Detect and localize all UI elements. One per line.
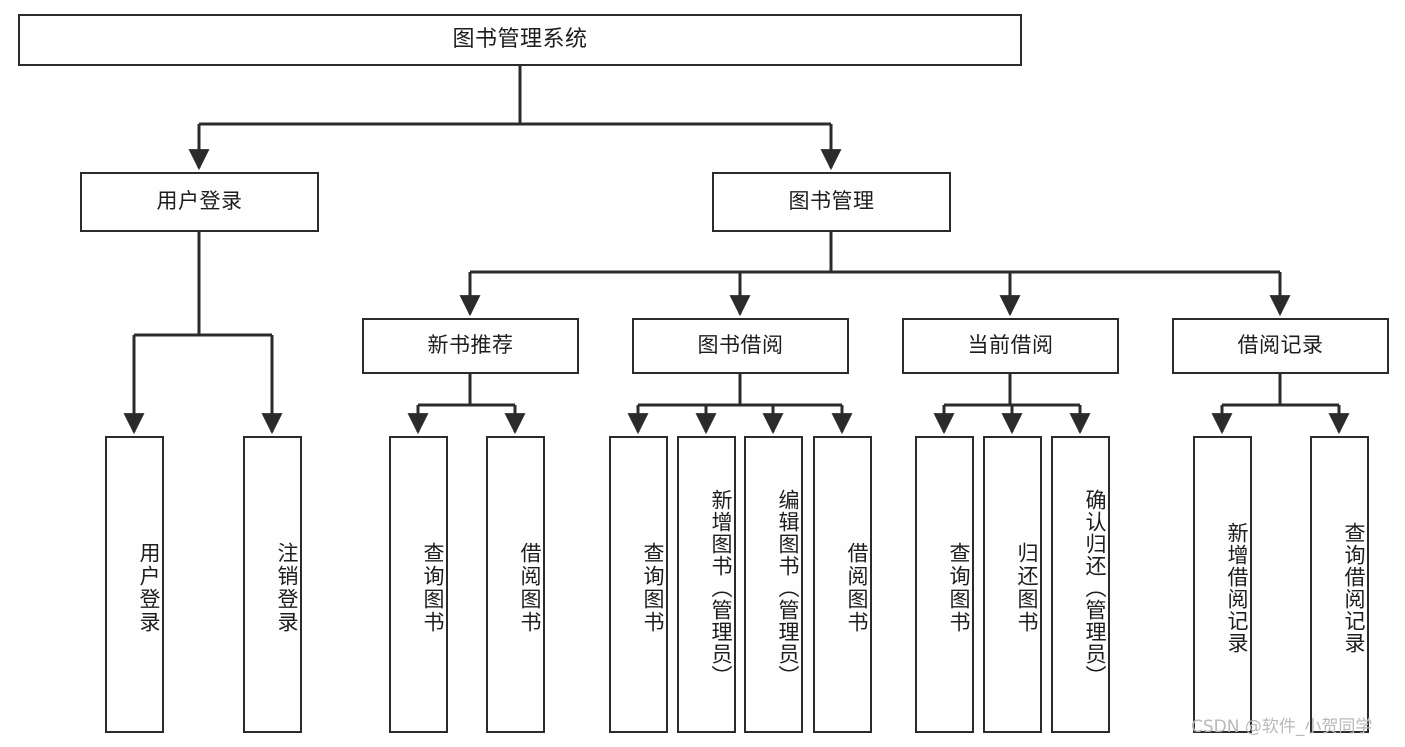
node-label: 图书管理系统 <box>452 26 588 52</box>
leaf-confirm-return-admin[interactable]: 确认归还（管理员） <box>1051 436 1110 733</box>
node-current-borrowing[interactable]: 当前借阅 <box>902 318 1119 374</box>
leaf-add-book-admin[interactable]: 新增图书（管理员） <box>677 436 736 733</box>
node-label: 图书借阅 <box>697 333 784 358</box>
leaf-add-borrowing-record[interactable]: 新增借阅记录 <box>1193 436 1252 733</box>
node-label: 查询图书 <box>641 541 665 634</box>
leaf-return-book[interactable]: 归还图书 <box>983 436 1042 733</box>
leaf-edit-book-admin[interactable]: 编辑图书（管理员） <box>744 436 803 733</box>
node-label: 注销登录 <box>275 541 299 634</box>
leaf-borrow-book-newbook[interactable]: 借阅图书 <box>486 436 545 733</box>
node-book-borrowing[interactable]: 图书借阅 <box>632 318 849 374</box>
node-label: 确认归还（管理员） <box>1083 488 1107 687</box>
leaf-user-login[interactable]: 用户登录 <box>105 436 164 733</box>
node-label: 当前借阅 <box>967 333 1054 358</box>
node-label: 图书管理 <box>788 189 875 214</box>
node-label: 借阅记录 <box>1237 333 1324 358</box>
leaf-query-borrowing-record[interactable]: 查询借阅记录 <box>1310 436 1369 733</box>
leaf-query-book-borrowing[interactable]: 查询图书 <box>609 436 668 733</box>
node-label: 归还图书 <box>1015 541 1039 634</box>
leaf-query-book-newbook[interactable]: 查询图书 <box>389 436 448 733</box>
node-label: 查询借阅记录 <box>1342 521 1366 654</box>
node-borrowing-record[interactable]: 借阅记录 <box>1172 318 1389 374</box>
node-user-login[interactable]: 用户登录 <box>80 172 319 232</box>
leaf-query-book-current[interactable]: 查询图书 <box>915 436 974 733</box>
node-label: 借阅图书 <box>845 541 869 634</box>
node-root-book-management-system[interactable]: 图书管理系统 <box>18 14 1022 66</box>
node-label: 用户登录 <box>137 541 161 634</box>
node-label: 新增借阅记录 <box>1225 521 1249 654</box>
node-label: 新书推荐 <box>427 333 514 358</box>
watermark: CSDN @软件_小贺同学 <box>1191 717 1373 737</box>
node-label: 用户登录 <box>156 189 243 214</box>
node-new-book-recommendation[interactable]: 新书推荐 <box>362 318 579 374</box>
leaf-logout[interactable]: 注销登录 <box>243 436 302 733</box>
node-label: 借阅图书 <box>518 541 542 634</box>
node-label: 编辑图书（管理员） <box>776 488 800 687</box>
node-label: 查询图书 <box>947 541 971 634</box>
leaf-borrow-book-borrowing[interactable]: 借阅图书 <box>813 436 872 733</box>
node-book-management[interactable]: 图书管理 <box>712 172 951 232</box>
node-label: 查询图书 <box>421 541 445 634</box>
node-label: 新增图书（管理员） <box>709 488 733 687</box>
